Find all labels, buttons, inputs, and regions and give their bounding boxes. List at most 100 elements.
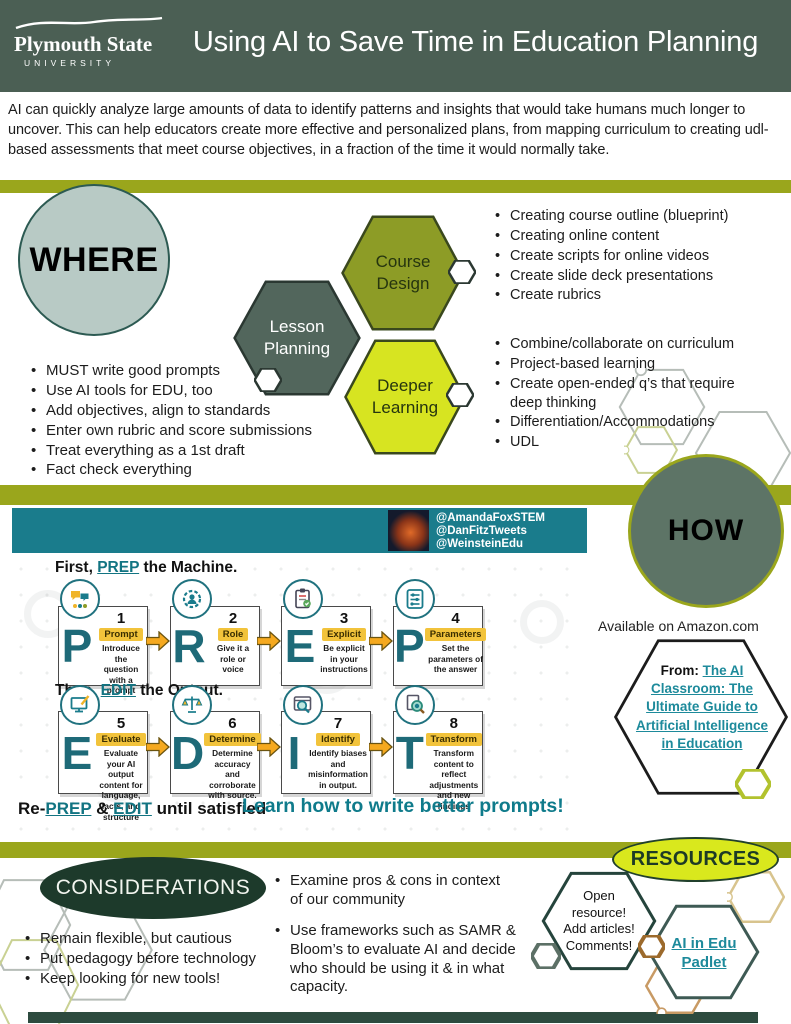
magnifier-bias-icon [283, 685, 323, 725]
step-letter: P [61, 620, 93, 672]
hexagon-deeper-learning-label: Deeper Learning [371, 376, 439, 417]
course-design-list: Creating course outline (blueprint) Crea… [492, 207, 787, 306]
step-desc: Set the parameters of the answer [428, 643, 483, 675]
reprep-suffix: until satisfied [151, 799, 267, 818]
framework-banner: PROMPT ENGINEER FRAMEWORK @AmandaFoxSTEM… [12, 508, 587, 1024]
step-desc: Introduce the question with a prompt [102, 643, 140, 696]
step-card-determine: D 6 Determine Determine accuracy and cor… [170, 711, 261, 800]
psu-logo: Plymouth State UNIVERSITY [14, 16, 174, 68]
step-card-transform: T 8 Transform Transform content to refle… [393, 711, 483, 811]
arrow-right-icon [257, 737, 281, 757]
arrow-right-icon [146, 631, 170, 651]
list-item: Use AI tools for EDU, too [28, 382, 338, 401]
where-tips-list: MUST write good prompts Use AI tools for… [28, 362, 338, 481]
deeper-learning-list: Combine/collaborate on curriculum Projec… [492, 335, 744, 453]
community-list: Examine pros & cons in context of our co… [272, 872, 516, 1009]
step-desc: Evaluate your AI output content for lang… [99, 748, 143, 822]
list-item: Treat everything as a 1st draft [28, 442, 338, 461]
step-desc: Determine accuracy and corroborate with … [208, 748, 257, 801]
step-letter: E [284, 620, 316, 672]
sliders-icon [395, 579, 435, 619]
divider-bar-mid [0, 485, 791, 505]
step-card-parameters: P 4 Parameters Set the parameters of the… [393, 606, 487, 686]
list-item: Use frameworks such as SAMR & Bloom’s to… [272, 922, 516, 998]
step-letter: R [172, 620, 206, 672]
book-from-label: From: [660, 663, 703, 678]
twitter-handle[interactable]: @WeinsteinEdu [436, 537, 524, 550]
hexagon-badge-icon [638, 935, 665, 958]
hexagon-badge-icon [446, 383, 474, 407]
step-card-evaluate: E 5 Evaluate Evaluate your AI output con… [58, 711, 148, 822]
prep-heading-prefix: First, [55, 559, 98, 576]
list-item: Keep looking for new tools! [22, 970, 282, 989]
footer-bar [28, 1012, 758, 1023]
twitter-handle[interactable]: @DanFitzTweets [436, 524, 527, 537]
page-title: Using AI to Save Time in Education Plann… [192, 26, 759, 58]
logo-wave-icon [15, 16, 163, 30]
scales-icon [172, 685, 212, 725]
edit-word: EDIT [100, 682, 136, 699]
step-letter: T [395, 726, 424, 779]
book-link[interactable]: The AI Classroom: The Ultimate Guide to … [635, 663, 769, 751]
step-letter: I [287, 726, 301, 779]
list-item: UDL [492, 433, 744, 452]
step-card-explicit: E 3 Explicit Be explicit in your instruc… [281, 606, 371, 686]
list-item: MUST write good prompts [28, 362, 338, 381]
logo-subname: UNIVERSITY [24, 58, 116, 68]
step-desc: Be explicit in your instructions [320, 643, 368, 675]
intro-text: AI can quickly analyze large amounts of … [8, 102, 769, 158]
list-item: Create rubrics [492, 286, 787, 305]
step-tag: Role [217, 628, 249, 641]
step-number: 3 [339, 610, 349, 627]
reprep-note: Re-PREP & EDIT until satisfied [18, 799, 266, 819]
reprep-edit-word: EDIT [113, 799, 152, 818]
step-number: 8 [449, 715, 458, 732]
considerations-list: Remain flexible, but cautious Put pedago… [22, 930, 282, 990]
hexagon-badge-icon [448, 260, 476, 284]
prep-heading-suffix: the Machine. [139, 559, 238, 576]
list-item: Create scripts for online videos [492, 247, 787, 266]
gear-role-icon [172, 579, 212, 619]
padlet-link[interactable]: AI in Edu Padlet [671, 935, 737, 971]
hexagon-deeper-learning: Deeper Learning [343, 338, 467, 456]
list-item: Creating online content [492, 227, 787, 246]
step-tag: Explicit [322, 628, 366, 641]
divider-bar-bottom [0, 842, 791, 858]
step-tag: Transform [425, 733, 482, 746]
step-letter: D [171, 726, 205, 779]
list-item: Differentiation/Accommodations [492, 413, 744, 432]
book-reference: From: The AI Classroom: The Ultimate Gui… [634, 662, 770, 753]
step-tag: Parameters [424, 628, 487, 641]
step-tag: Identify [316, 733, 360, 746]
logo-name: Plymouth State [14, 32, 153, 56]
twitter-handle[interactable]: @AmandaFoxSTEM [436, 512, 545, 524]
twitter-handles: @AmandaFoxSTEM @DanFitzTweets @Weinstein… [436, 512, 545, 550]
divider-bar-top [0, 180, 791, 193]
resources-badge: RESOURCES [612, 837, 779, 882]
list-item: Create slide deck presentations [492, 267, 787, 286]
where-badge: WHERE [18, 184, 170, 336]
list-item: Examine pros & cons in context of our co… [272, 872, 516, 910]
considerations-badge: CONSIDERATIONS [40, 857, 266, 919]
hexagon-badge-icon [735, 769, 771, 799]
list-item: Add objectives, align to standards [28, 402, 338, 421]
step-card-prompt: P 1 Prompt Introduce the question with a… [58, 606, 148, 695]
step-tag: Prompt [99, 628, 143, 641]
step-number: 2 [228, 610, 238, 627]
list-item: Creating course outline (blueprint) [492, 207, 787, 226]
book-cover-thumbnail [388, 510, 429, 551]
magnifier-transform-icon [395, 685, 435, 725]
header-bar: Plymouth State UNIVERSITY Using AI to Sa… [0, 0, 791, 92]
step-number: 5 [116, 715, 126, 732]
chat-icon [60, 579, 100, 619]
hexagon-lesson-planning-label: Lesson Planning [263, 317, 331, 358]
arrow-right-icon [146, 737, 170, 757]
arrow-right-icon [369, 631, 393, 651]
list-item: Combine/collaborate on curriculum [492, 335, 744, 354]
step-card-identify: I 7 Identify Identify biases and misinfo… [281, 711, 371, 794]
hexagon-badge-icon [531, 943, 561, 969]
monitor-pencil-icon [60, 685, 100, 725]
step-letter: E [61, 726, 93, 779]
step-number: 7 [333, 715, 343, 732]
